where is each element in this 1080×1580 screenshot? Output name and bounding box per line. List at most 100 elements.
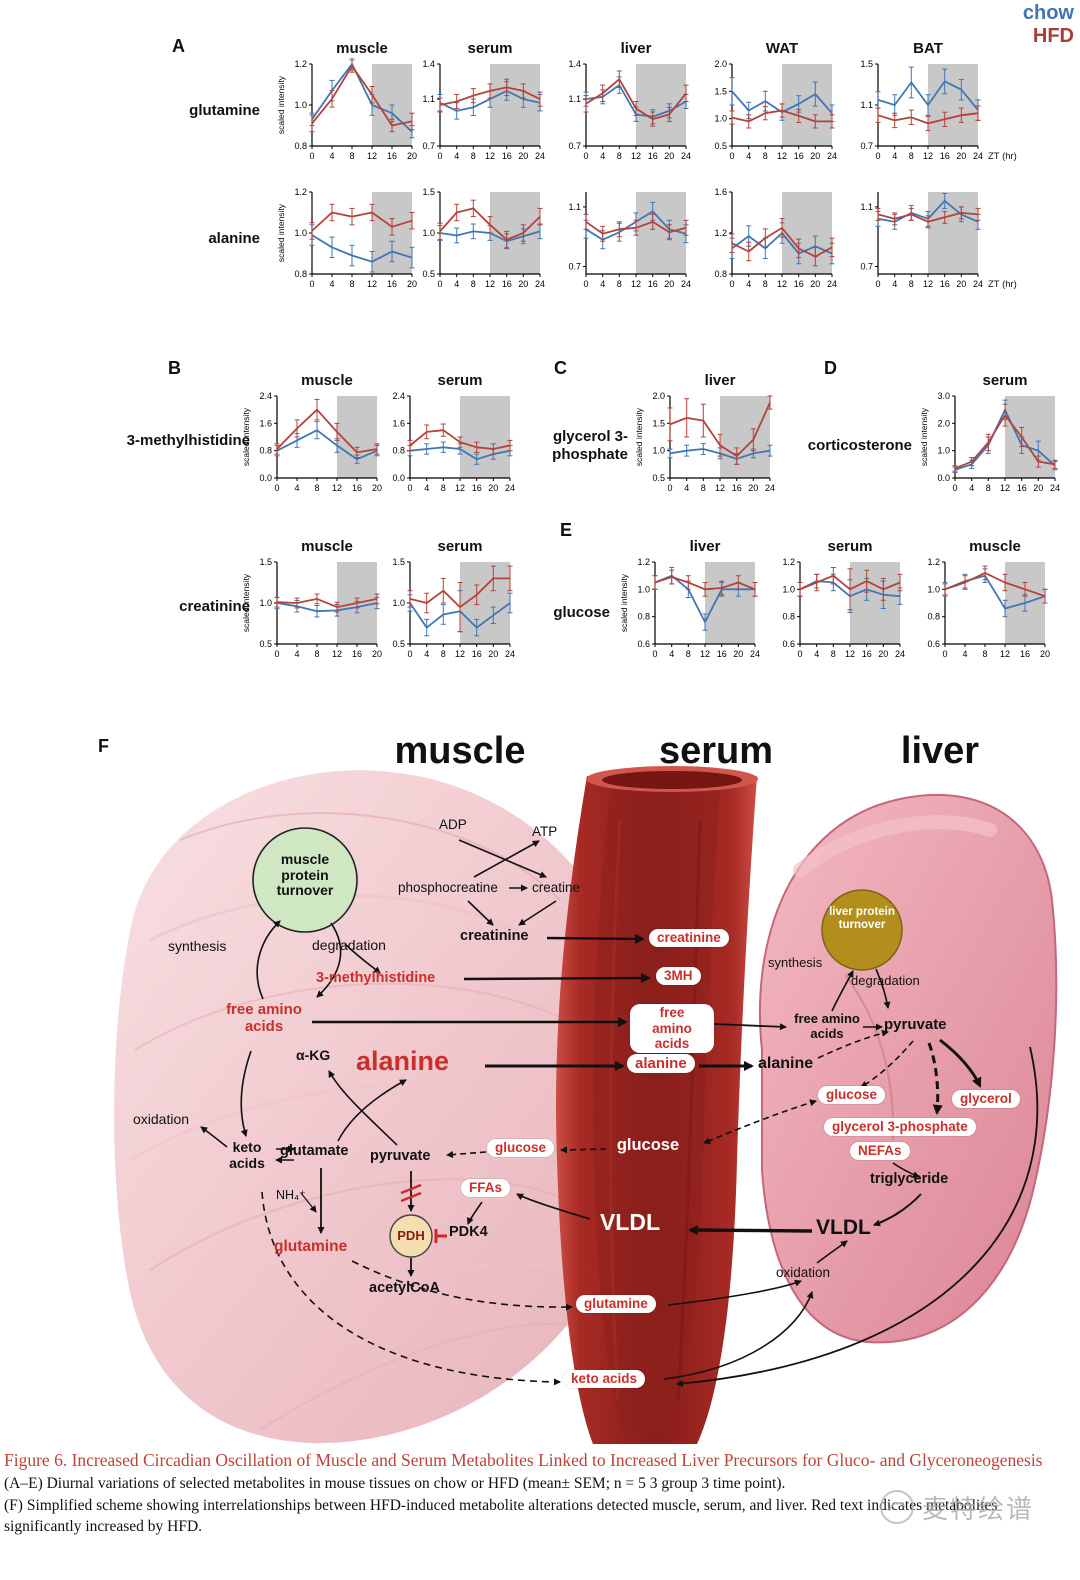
svg-text:4: 4 (814, 649, 819, 659)
svg-text:24: 24 (973, 151, 983, 161)
svg-text:1.1: 1.1 (860, 100, 873, 110)
f-header-liver: liver (900, 730, 980, 772)
svg-text:24: 24 (1050, 483, 1060, 493)
watermark-text: 麦特绘谱 (922, 1493, 1035, 1524)
inhibition-marks (400, 1183, 447, 1243)
svg-text:4: 4 (892, 279, 897, 289)
svg-text:2.4: 2.4 (392, 391, 405, 401)
svg-text:12: 12 (1000, 649, 1010, 659)
svg-text:0.8: 0.8 (259, 446, 272, 456)
svg-text:12: 12 (485, 151, 495, 161)
f-header-muscle: muscle (394, 730, 526, 772)
nefas-pill: NEFAs (850, 1142, 910, 1160)
svg-text:2.0: 2.0 (714, 59, 727, 69)
svg-text:1.0: 1.0 (422, 228, 435, 238)
pdh-label: PDH (397, 1228, 425, 1243)
svg-text:20: 20 (810, 151, 820, 161)
caption-line2: (F) Simplified scheme showing interrelat… (4, 1496, 998, 1536)
svg-text:4: 4 (454, 151, 459, 161)
svg-text:1.5: 1.5 (714, 86, 727, 96)
svg-text:8: 8 (909, 151, 914, 161)
svg-text:4: 4 (294, 649, 299, 659)
svg-text:1.0: 1.0 (259, 598, 272, 608)
svg-text:4: 4 (969, 483, 974, 493)
svg-text:1.1: 1.1 (860, 202, 873, 212)
svg-text:16: 16 (1020, 649, 1030, 659)
svg-text:0.7: 0.7 (568, 141, 581, 151)
svg-text:16: 16 (862, 649, 872, 659)
svg-text:16: 16 (472, 649, 482, 659)
svg-text:20: 20 (518, 151, 528, 161)
atp-label: ATP (532, 824, 558, 839)
svg-text:12: 12 (455, 649, 465, 659)
svg-text:4: 4 (424, 649, 429, 659)
colB1-serum: serum (437, 372, 483, 389)
svg-text:1.0: 1.0 (937, 446, 950, 456)
svg-text:1.0: 1.0 (294, 100, 307, 110)
svg-text:1.0: 1.0 (927, 584, 940, 594)
ffas-pill: FFAs (461, 1179, 511, 1197)
colA-BAT: BAT (913, 40, 943, 57)
svg-text:16: 16 (502, 151, 512, 161)
svg-text:20: 20 (407, 279, 417, 289)
svg-text:4: 4 (454, 279, 459, 289)
svg-text:0: 0 (407, 649, 412, 659)
svg-text:4: 4 (962, 649, 967, 659)
svg-text:16: 16 (502, 279, 512, 289)
colE-serum: serum (827, 538, 873, 555)
svg-text:12: 12 (1000, 483, 1010, 493)
g3p-pill: glycerol 3-phosphate (824, 1118, 976, 1136)
zt-unit-row1: ZT (hr) (988, 151, 1017, 162)
serum-vessel-shape (555, 766, 758, 1444)
colC-liver: liver (704, 372, 736, 389)
svg-text:12: 12 (715, 483, 725, 493)
liver-protein-turnover-label: liver protein turnover (829, 906, 895, 931)
adp-label: ADP (439, 817, 467, 832)
svg-text:16: 16 (732, 483, 742, 493)
svg-text:4: 4 (892, 151, 897, 161)
svg-text:0: 0 (875, 151, 880, 161)
svg-text:12: 12 (455, 483, 465, 493)
svg-text:24: 24 (535, 279, 545, 289)
zt-unit-row2: ZT (hr) (988, 279, 1017, 290)
svg-text:scaled intensity: scaled intensity (276, 75, 286, 134)
svg-text:24: 24 (765, 483, 775, 493)
svg-text:16: 16 (940, 279, 950, 289)
svg-text:0.0: 0.0 (259, 473, 272, 483)
caption-line1: (A–E) Diurnal variations of selected met… (4, 1475, 786, 1493)
svg-text:20: 20 (488, 649, 498, 659)
svg-text:20: 20 (810, 279, 820, 289)
svg-text:12: 12 (631, 279, 641, 289)
svg-text:scaled intensity: scaled intensity (276, 203, 286, 262)
alanine-muscle-label: alanine (356, 1046, 450, 1076)
svg-text:0.6: 0.6 (782, 639, 795, 649)
pathway-arrows (200, 839, 1039, 1387)
panel-letter-A: A (172, 36, 185, 56)
3mh-muscle-label: 3-methylhistidine (316, 970, 436, 986)
svg-text:4: 4 (329, 279, 334, 289)
svg-text:20: 20 (733, 649, 743, 659)
akg-label: α-KG (296, 1047, 331, 1063)
svg-text:0.5: 0.5 (422, 269, 435, 279)
svg-text:16: 16 (940, 151, 950, 161)
svg-text:0: 0 (309, 279, 314, 289)
glucose-muscle-pill: glucose (487, 1139, 555, 1157)
svg-text:24: 24 (973, 279, 983, 289)
svg-text:1.4: 1.4 (568, 59, 581, 69)
svg-text:24: 24 (505, 649, 515, 659)
svg-text:2.4: 2.4 (259, 391, 272, 401)
panel-letter-B: B (168, 358, 181, 378)
svg-text:24: 24 (750, 649, 760, 659)
svg-text:0: 0 (583, 279, 588, 289)
colB2-serum: serum (437, 538, 483, 555)
glucose-serum-label: glucose (616, 1136, 680, 1154)
svg-text:20: 20 (372, 649, 382, 659)
svg-text:12: 12 (485, 279, 495, 289)
svg-text:0.7: 0.7 (568, 262, 581, 272)
